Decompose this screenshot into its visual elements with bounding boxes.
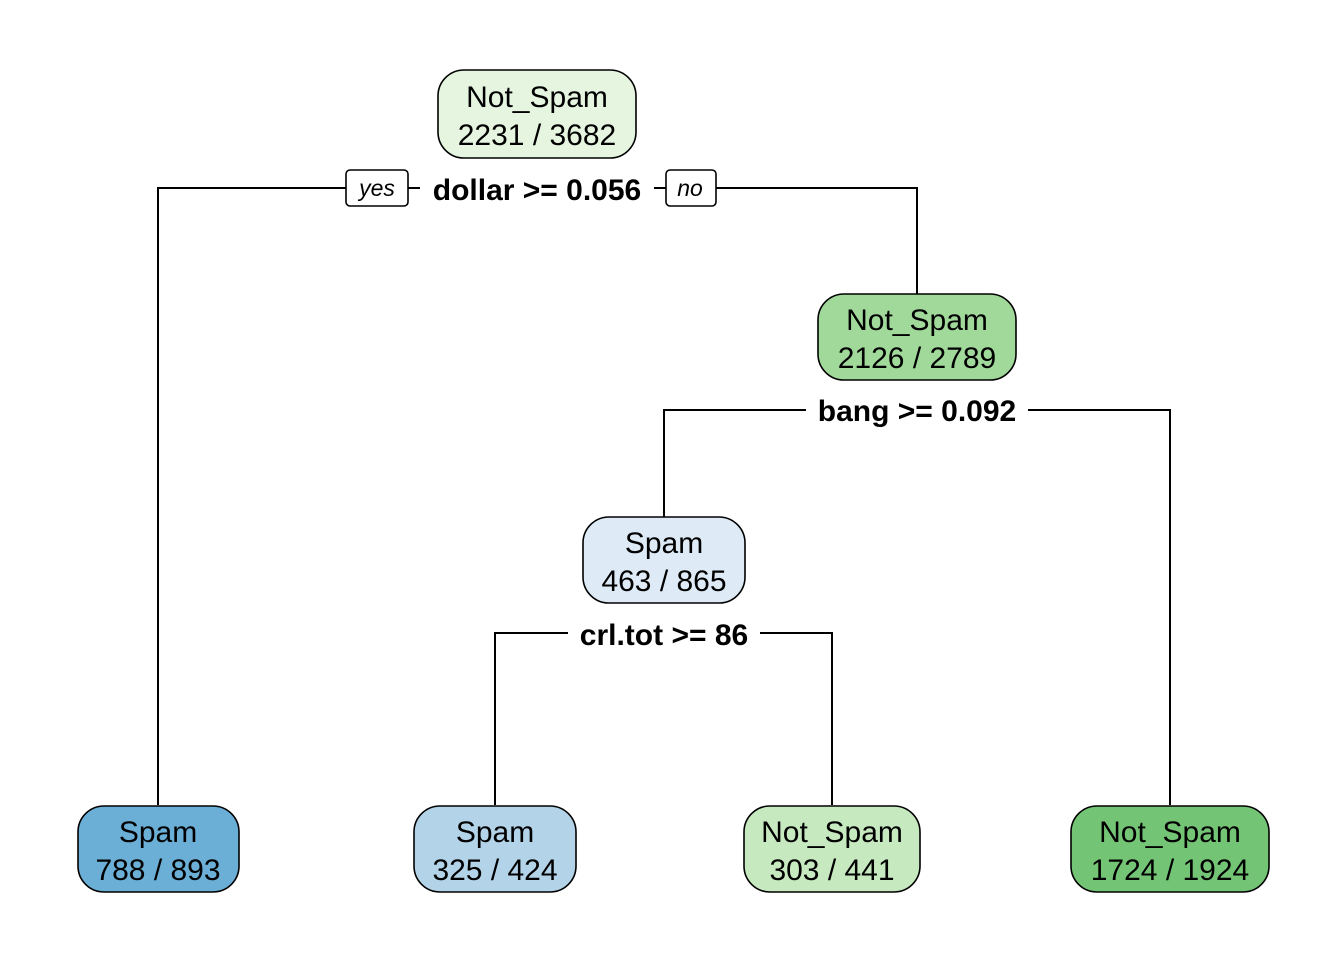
node-n3-box: [582, 516, 746, 604]
node-n2-box: [817, 293, 1017, 381]
node-leaf1-box: [77, 805, 240, 893]
node-leaf3: Not_Spam 303 / 441: [743, 805, 921, 893]
yes-branch-box: [345, 169, 409, 207]
node-n3-class: Spam: [625, 527, 703, 560]
node-n3-counts: 463 / 865: [601, 565, 726, 598]
edge-root-yes: [157, 187, 346, 805]
node-leaf2: Spam 325 / 424: [413, 805, 577, 893]
node-leaf2-box: [413, 805, 577, 893]
tree-edges: [157, 187, 1171, 805]
node-leaf4-counts: 1724 / 1924: [1091, 854, 1249, 887]
node-root-box: [437, 69, 637, 159]
node-n2: Not_Spam 2126 / 2789: [817, 293, 1017, 381]
node-leaf1: Spam 788 / 893: [77, 805, 240, 893]
node-leaf2-class: Spam: [456, 816, 534, 849]
split-bg-bang: [806, 392, 1028, 430]
split-label-crl-tot: crl.tot >= 86: [580, 619, 748, 652]
split-labels: dollar >= 0.056 bang >= 0.092 crl.tot >=…: [420, 170, 1028, 652]
edge-n2-left: [663, 409, 1171, 805]
node-root-counts: 2231 / 3682: [458, 119, 616, 152]
node-leaf1-class: Spam: [119, 816, 197, 849]
node-root: Not_Spam 2231 / 3682: [437, 69, 637, 159]
edge-n3-split: [494, 632, 833, 805]
node-leaf3-class: Not_Spam: [761, 816, 903, 849]
split-label-dollar: dollar >= 0.056: [433, 174, 641, 207]
node-n3: Spam 463 / 865: [582, 516, 746, 604]
node-leaf3-counts: 303 / 441: [769, 854, 894, 887]
node-leaf2-counts: 325 / 424: [432, 854, 557, 887]
node-n2-counts: 2126 / 2789: [838, 342, 996, 375]
split-bg-dollar: [420, 170, 654, 208]
node-root-class: Not_Spam: [466, 81, 608, 114]
node-leaf3-box: [743, 805, 921, 893]
yes-branch-label: yes: [357, 175, 395, 201]
node-leaf4-box: [1070, 805, 1270, 893]
node-leaf1-counts: 788 / 893: [95, 854, 220, 887]
edge-root-no: [716, 187, 918, 295]
node-leaf4-class: Not_Spam: [1099, 816, 1241, 849]
node-leaf4: Not_Spam 1724 / 1924: [1070, 805, 1270, 893]
node-n2-class: Not_Spam: [846, 304, 988, 337]
branch-labels: yes no: [345, 169, 717, 207]
tree-nodes: Not_Spam 2231 / 3682 Not_Spam 2126 / 278…: [77, 69, 1270, 893]
split-bg-crl-tot: [568, 614, 760, 652]
no-branch-box: [665, 169, 717, 207]
no-branch-label: no: [677, 175, 703, 201]
split-label-bang: bang >= 0.092: [818, 395, 1016, 428]
